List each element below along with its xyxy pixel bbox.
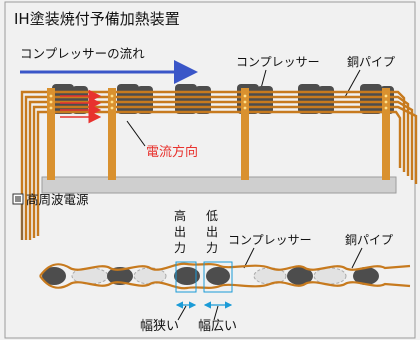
lower-compressors-solid [42,267,379,285]
copper-pipe-leader-bottom [351,247,363,269]
lower-copper-pipes [39,262,411,290]
low-output-char: 出 [206,225,218,239]
copper-pipe-label-top: 銅パイプ [347,55,395,69]
hf-power-label: 高周波電源 [26,192,89,207]
copper-pipe [39,275,411,290]
compressor-unit [117,84,153,114]
compressor-label-bottom: コンプレッサー [228,233,312,247]
hf-power-icon-inner [15,196,21,202]
copper-pipe-label-bottom: 銅パイプ [345,233,393,247]
copper-pipe [20,90,406,240]
post-dots [49,94,388,110]
upper-copper-pipes [20,90,418,240]
base-plate [41,176,397,194]
coil-post [47,88,55,180]
current-arrows [60,89,102,124]
copper-pipe [32,105,418,238]
compressor-unit [298,84,334,114]
coil-post [382,88,390,180]
current-leader [126,120,146,147]
low-output-char: 低 [206,209,218,223]
compressor-label-top: コンプレッサー [236,55,320,69]
compressor-leader-bottom [243,247,255,269]
narrow-leader [177,305,187,321]
low-output-char: 力 [206,241,218,255]
coil-post [108,88,116,180]
narrow-width-label: 幅狭い [140,319,179,334]
copper-pipe [36,110,402,236]
coil-post [241,88,249,180]
coil-bands [175,261,233,293]
diagram-title: IH塗装焼付予備加熱装置 [14,10,180,28]
high-output-char: 出 [174,225,186,239]
compressor-unit [175,84,211,114]
high-output-char: 高 [174,208,186,223]
copper-pipe [24,95,410,240]
copper-pipe [39,262,411,277]
coil-posts [47,88,390,180]
upper-compressors [52,84,394,114]
wide-width-label: 幅広い [198,319,237,334]
current-direction-label: 電流方向 [146,144,198,160]
high-output-char: 力 [174,241,186,255]
compressor-flow-label: コンプレッサーの流れ [20,46,145,61]
lower-compressors-dashed [71,267,347,285]
wide-leader [213,305,219,321]
copper-pipe [28,100,414,240]
